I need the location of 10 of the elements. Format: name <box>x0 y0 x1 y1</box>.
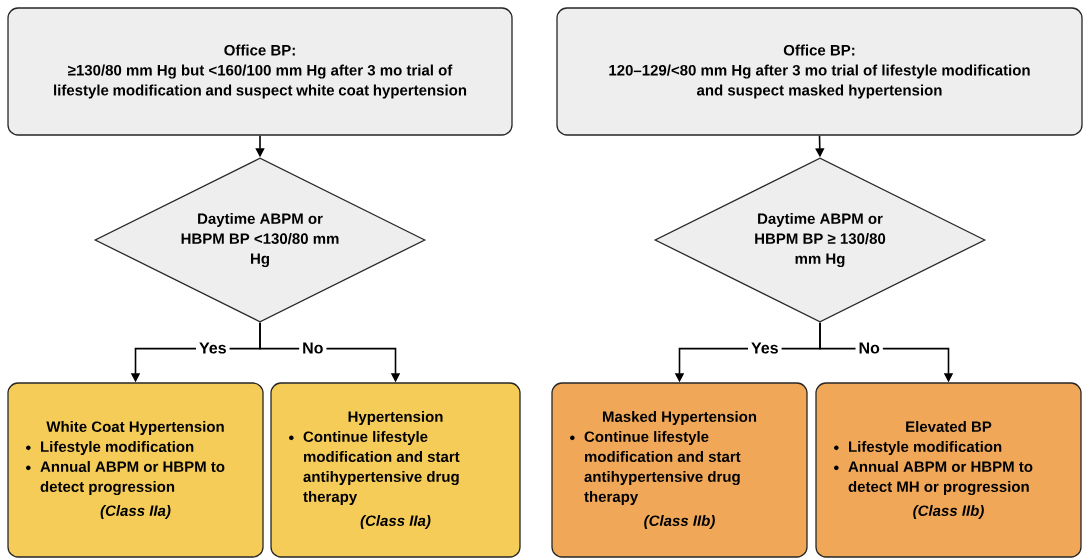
result-box: Elevated BP Lifestyle modification Annual ABPM or HBPM to detect MH or progression (Class IIb) <box>815 382 1082 558</box>
result-box: White Coat Hypertension Lifestyle modification Annual ABPM or HBPM to detect progression (Class IIa) <box>7 382 264 558</box>
edge-label: No <box>299 339 327 357</box>
edge-label: No <box>855 339 883 357</box>
edge-label: Yes <box>196 339 230 357</box>
edge-label: Yes <box>748 339 782 357</box>
result-box: Masked Hypertension Continue lifestyle modification and start antihypertensive drug therapy (Class IIb) <box>551 382 808 558</box>
process-box: Office BP: 120–129/<80 mm Hg after 3 mo trial of lifestyle modification and suspect masked hypertension <box>556 7 1083 136</box>
process-box: Office BP: ≥130/80 mm Hg but <160/100 mm Hg after 3 mo trial of lifestyle modification and suspect white coat hypertension <box>7 7 513 136</box>
result-box: Hypertension Continue lifestyle modification and start antihypertensive drug therapy (Class IIa) <box>270 382 521 558</box>
